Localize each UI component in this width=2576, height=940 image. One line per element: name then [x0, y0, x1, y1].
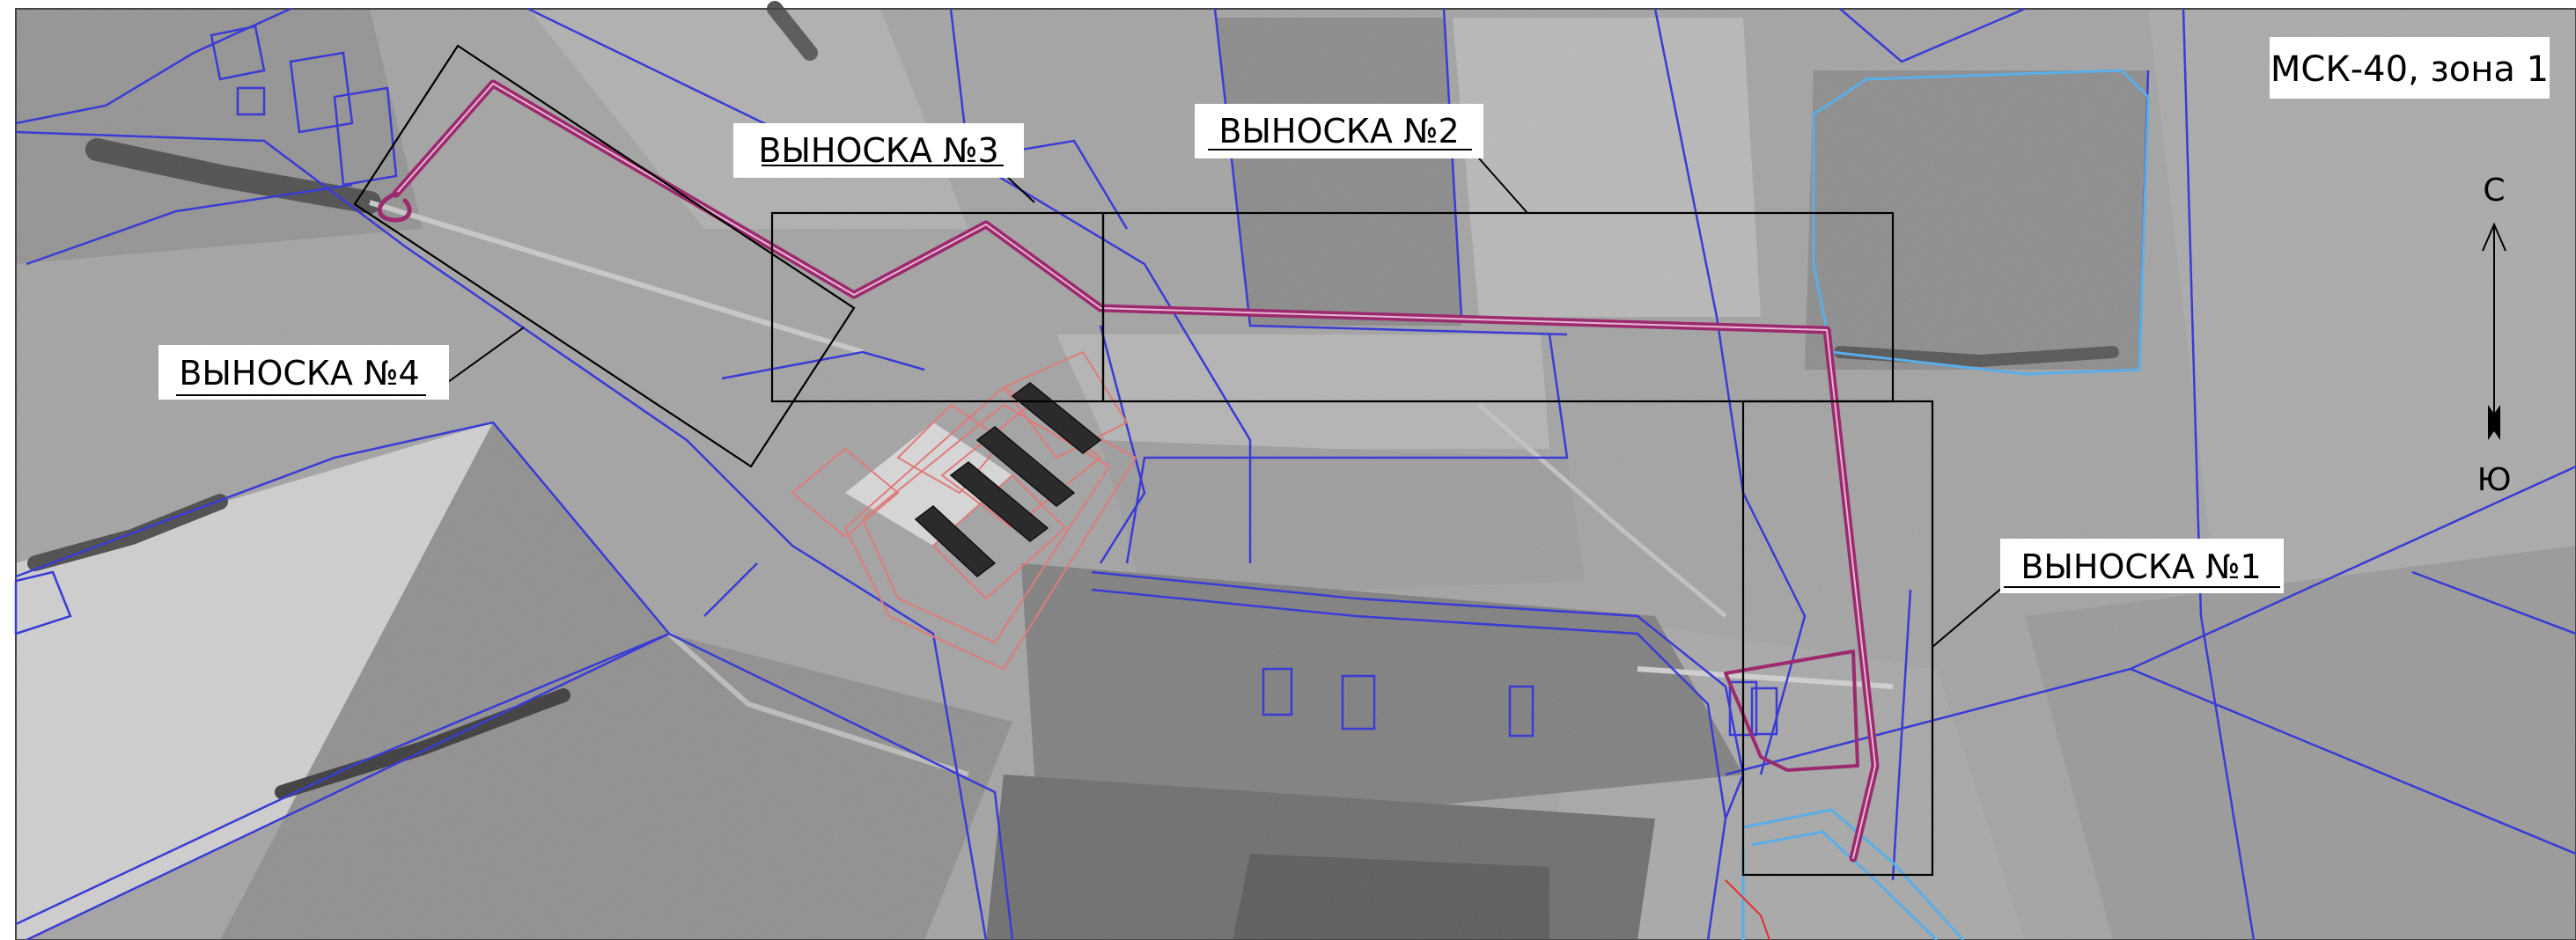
callout-label-2[interactable]: ВЫНОСКА №2	[1195, 104, 1483, 158]
callout-frame-1	[1741, 400, 1934, 877]
north-arrow: С Ю	[2477, 173, 2512, 498]
crs-label-text: МСК-40, зона 1	[2271, 49, 2549, 90]
callout-frame-2	[1101, 211, 1895, 403]
callout-label-1[interactable]: ВЫНОСКА №1	[2000, 539, 2284, 593]
callout-label-2-text: ВЫНОСКА №2	[1218, 112, 1459, 151]
callout-label-4[interactable]: ВЫНОСКА №4	[158, 345, 449, 400]
callout-label-3[interactable]: ВЫНОСКА №3	[733, 123, 1024, 178]
callout-label-1-text: ВЫНОСКА №1	[2020, 547, 2261, 586]
callout-frames	[353, 44, 1934, 877]
callout-label-4-text: ВЫНОСКА №4	[179, 354, 419, 393]
callout-label-3-text: ВЫНОСКА №3	[758, 131, 998, 170]
callout-frame-4	[353, 44, 856, 468]
south-label: Ю	[2477, 462, 2512, 498]
aerial-imagery	[16, 1, 2576, 940]
north-label: С	[2483, 173, 2505, 209]
arrow-tail-icon	[2488, 405, 2500, 440]
map-frame	[15, 8, 2576, 940]
crs-label: МСК-40, зона 1	[2270, 37, 2550, 99]
planned-route[interactable]	[377, 79, 1880, 863]
